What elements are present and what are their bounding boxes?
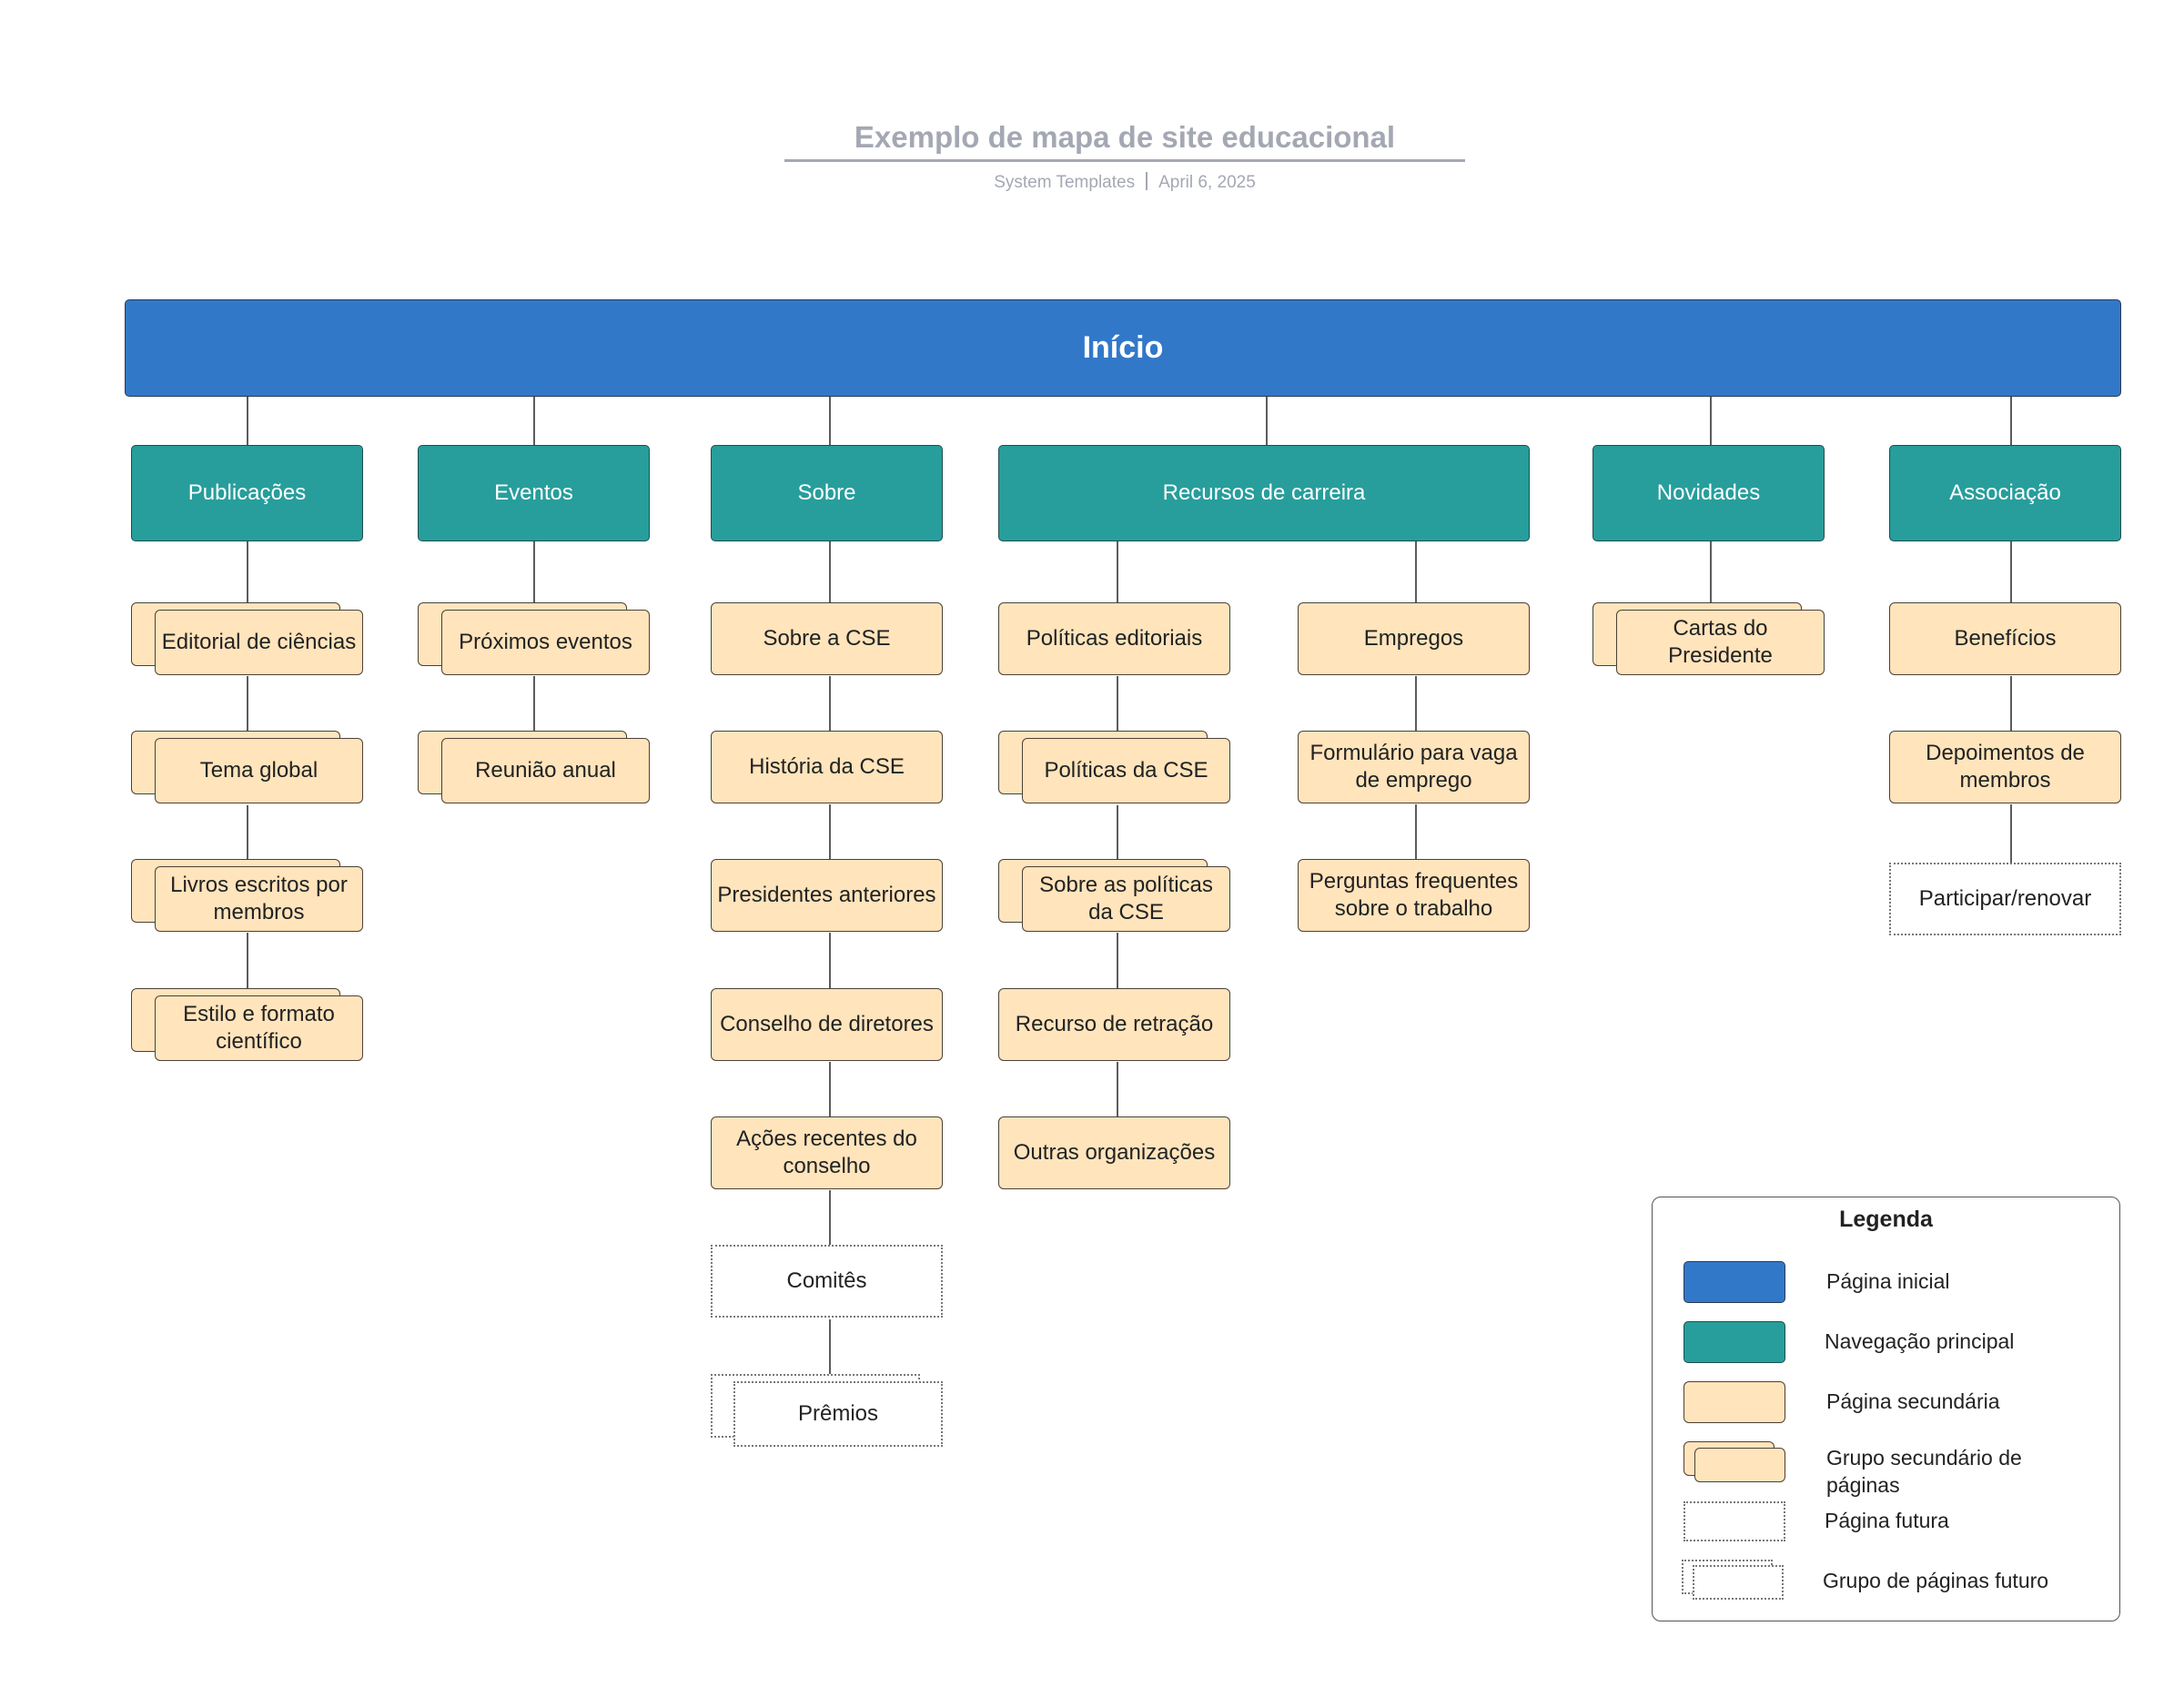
page-perguntas-frequentes[interactable]: Perguntas frequentes sobre o trabalho — [1298, 859, 1530, 932]
home-page-node[interactable]: Início — [125, 299, 2121, 397]
nav-node-eventos[interactable]: Eventos — [418, 445, 650, 541]
legend-swatch-home — [1684, 1261, 1785, 1303]
page-group-proximos-eventos[interactable]: Próximos eventos — [441, 610, 650, 675]
page-conselho-de-diretores[interactable]: Conselho de diretores — [711, 988, 943, 1061]
legend-swatch-secondary — [1684, 1381, 1785, 1423]
subtitle-separator — [1146, 172, 1148, 190]
page-group-politicas-da-cse[interactable]: Políticas da CSE — [1022, 738, 1230, 803]
future-group-premios[interactable]: Prêmios — [733, 1381, 943, 1447]
page-group-estilo[interactable]: Estilo e formato científico — [155, 995, 363, 1061]
page-depoimentos[interactable]: Depoimentos de membros — [1889, 731, 2121, 803]
future-page-participar-renovar[interactable]: Participar/renovar — [1889, 863, 2121, 935]
page-historia-da-cse[interactable]: História da CSE — [711, 731, 943, 803]
page-sobre-a-cse[interactable]: Sobre a CSE — [711, 602, 943, 675]
future-page-comites[interactable]: Comitês — [711, 1245, 943, 1318]
title-underline — [784, 159, 1465, 162]
page-formulario-vaga[interactable]: Formulário para vaga de emprego — [1298, 731, 1530, 803]
page-group-tema-global[interactable]: Tema global — [155, 738, 363, 803]
legend-label-future-group: Grupo de páginas futuro — [1823, 1569, 2049, 1592]
page-group-sobre-as-politicas[interactable]: Sobre as políticas da CSE — [1022, 866, 1230, 932]
legend-swatch-main-nav — [1684, 1321, 1785, 1363]
legend-label-secondary-group: Grupo secundário de páginas — [1826, 1446, 2022, 1497]
legend-label-home: Página inicial — [1826, 1269, 1950, 1293]
legend-label-future: Página futura — [1825, 1509, 1949, 1532]
nav-node-associacao[interactable]: Associação — [1889, 445, 2121, 541]
diagram-title: Exemplo de mapa de site educacional — [854, 120, 1396, 154]
nav-node-sobre[interactable]: Sobre — [711, 445, 943, 541]
legend-label-main-nav: Navegação principal — [1825, 1329, 2015, 1353]
page-outras-organizacoes[interactable]: Outras organizações — [998, 1116, 1230, 1189]
page-politicas-editoriais[interactable]: Políticas editoriais — [998, 602, 1230, 675]
author-label: System Templates — [994, 173, 1136, 192]
page-group-cartas-do-presidente[interactable]: Cartas do Presidente — [1616, 610, 1825, 675]
date-label: April 6, 2025 — [1158, 173, 1256, 192]
legend-label-secondary: Página secundária — [1826, 1389, 2000, 1413]
page-group-editorial[interactable]: Editorial de ciências — [155, 610, 363, 675]
page-presidentes-anteriores[interactable]: Presidentes anteriores — [711, 859, 943, 932]
diagram-subtitle: System Templates April 6, 2025 — [784, 172, 1465, 193]
page-group-reuniao-anual[interactable]: Reunião anual — [441, 738, 650, 803]
nav-node-publicacoes[interactable]: Publicações — [131, 445, 363, 541]
legend-swatch-secondary-group — [1694, 1448, 1785, 1482]
legend-title: Legenda — [1839, 1207, 1933, 1232]
page-beneficios[interactable]: Benefícios — [1889, 602, 2121, 675]
page-recurso-de-retracao[interactable]: Recurso de retração — [998, 988, 1230, 1061]
page-acoes-recentes[interactable]: Ações recentes do conselho — [711, 1116, 943, 1189]
legend-swatch-future-group — [1693, 1565, 1784, 1600]
page-empregos[interactable]: Empregos — [1298, 602, 1530, 675]
page-group-livros[interactable]: Livros escritos por membros — [155, 866, 363, 932]
nav-node-recursos-de-carreira[interactable]: Recursos de carreira — [998, 445, 1530, 541]
legend-swatch-future — [1684, 1501, 1785, 1541]
nav-node-novidades[interactable]: Novidades — [1592, 445, 1825, 541]
